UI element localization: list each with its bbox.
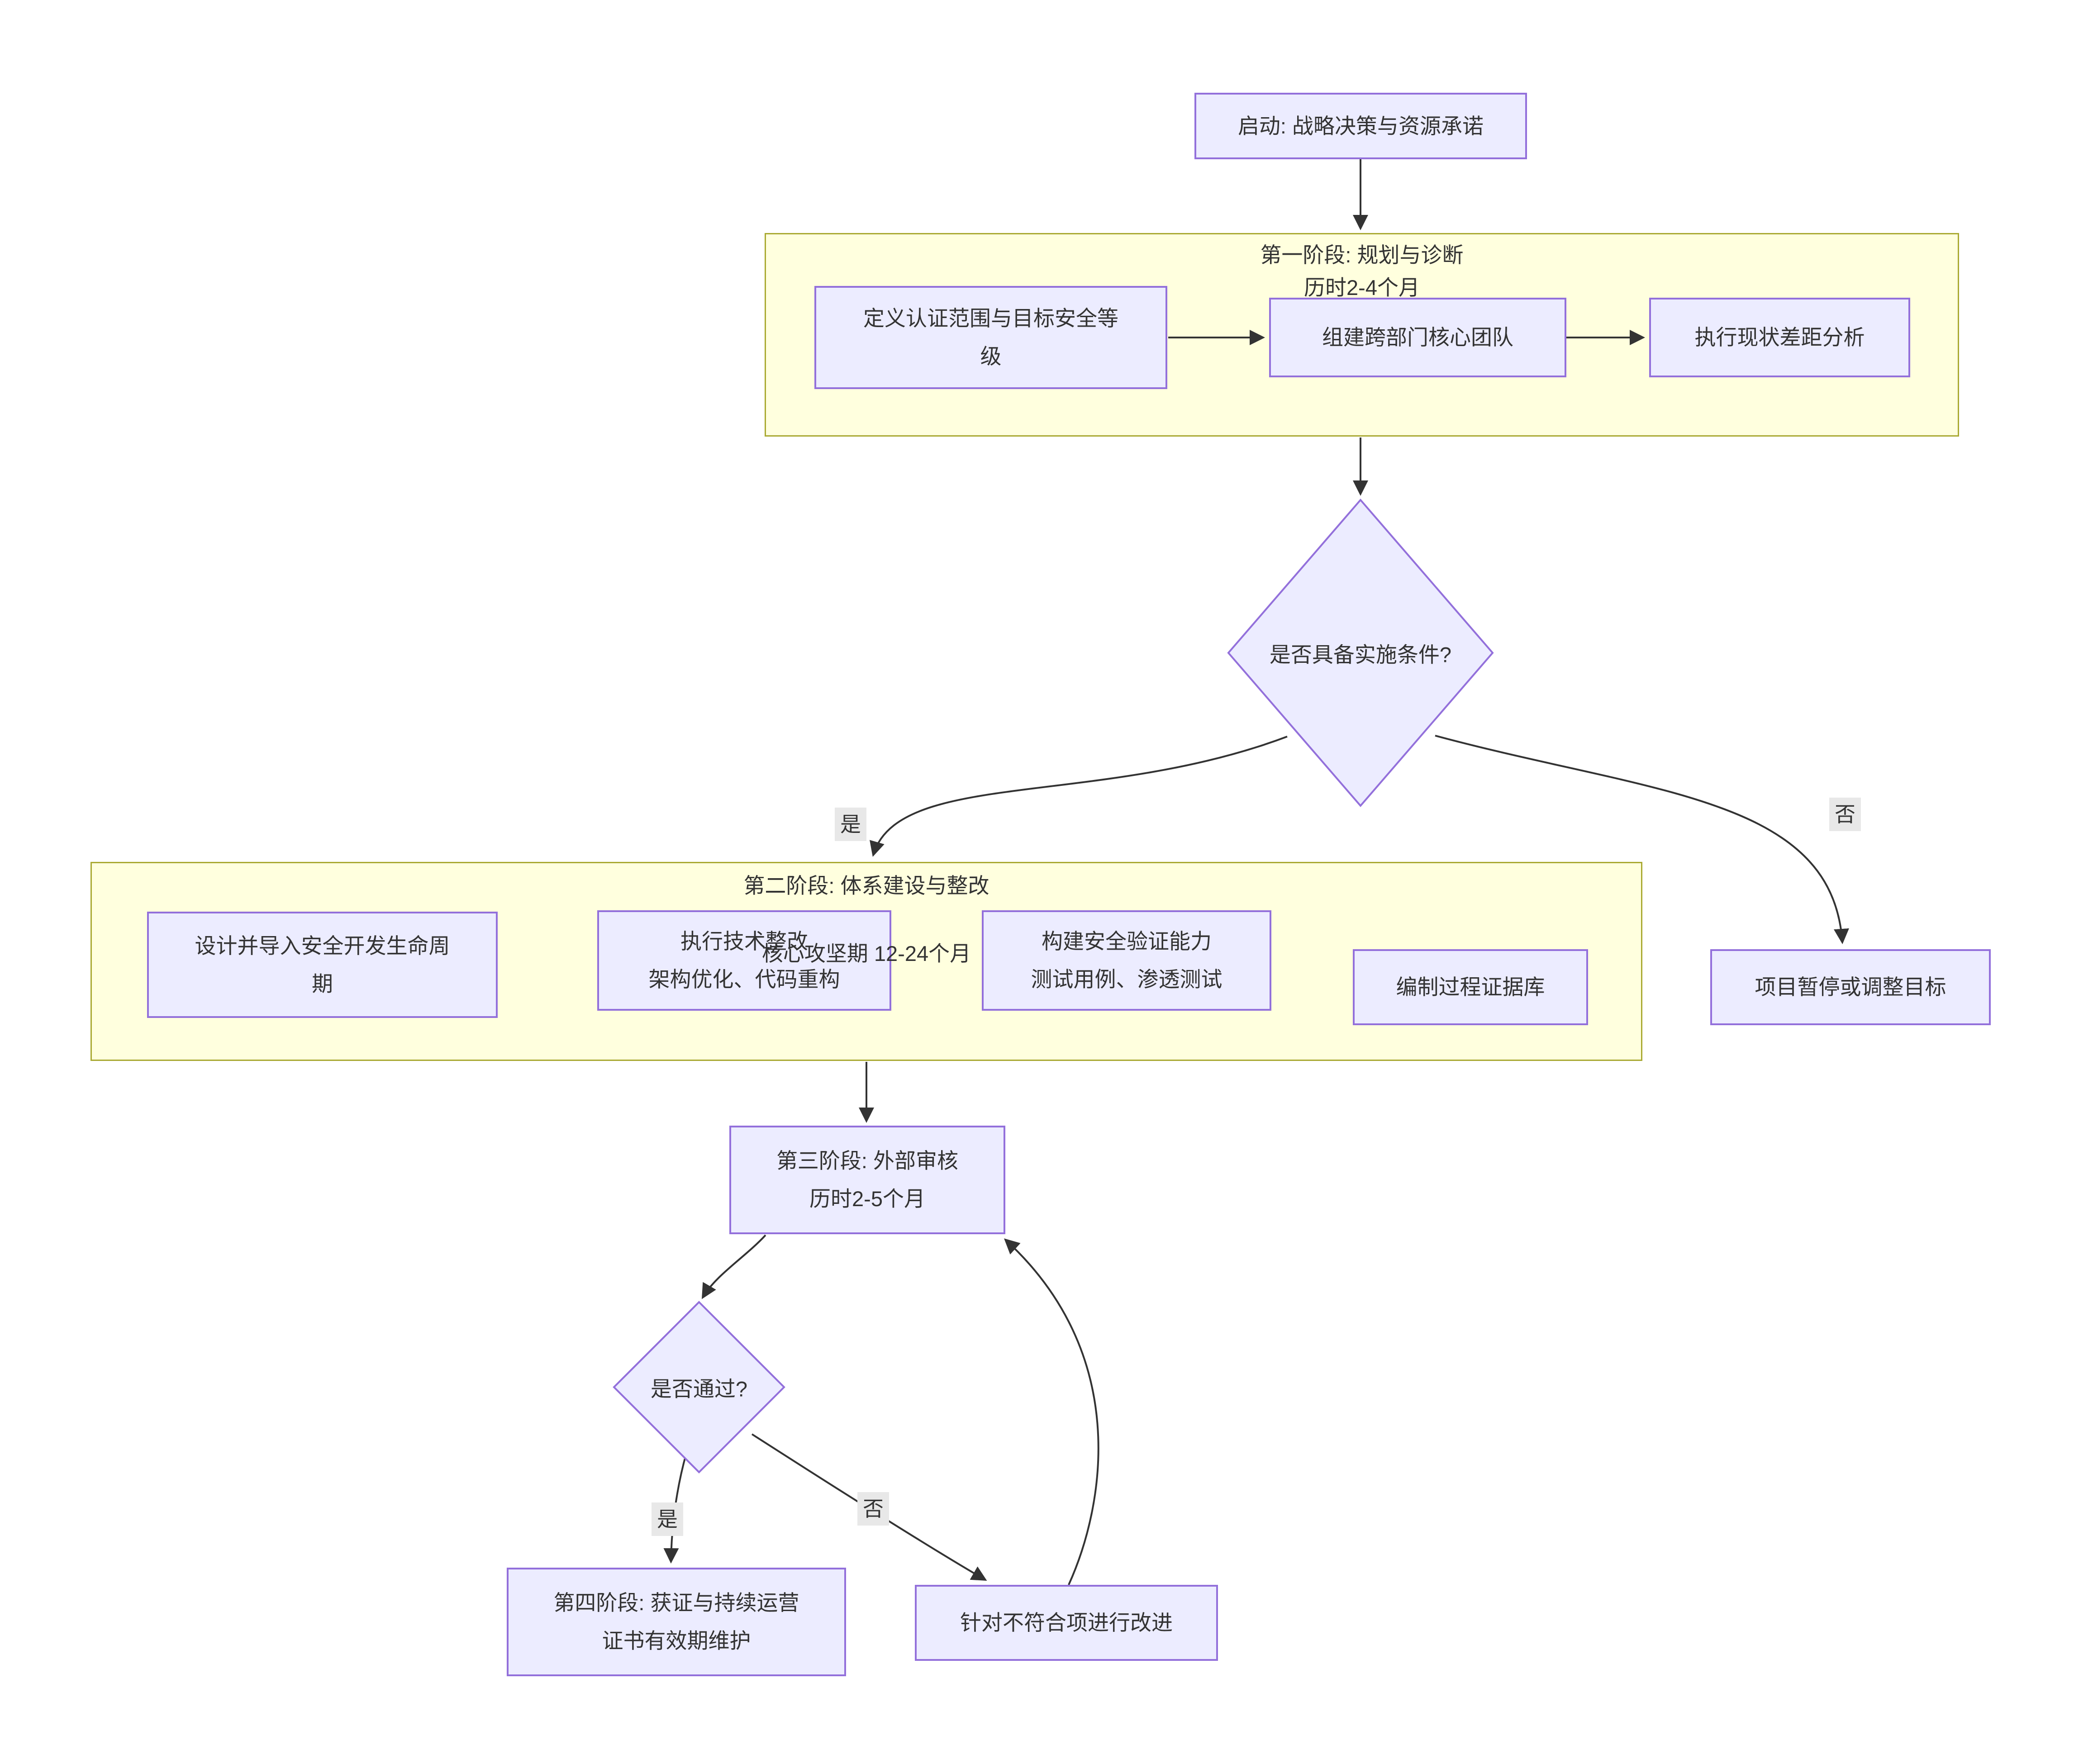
edge-label-yes-2: 是 <box>652 1502 683 1536</box>
node-start: 启动: 战略决策与资源承诺 <box>1194 93 1527 159</box>
edge-label-yes-1: 是 <box>835 808 866 841</box>
node-evidence-library: 编制过程证据库 <box>1353 949 1588 1025</box>
edge-fix-loop-to-stage3 <box>1004 1238 1099 1585</box>
node-gap-analysis: 执行现状差距分析 <box>1649 298 1910 377</box>
node-tech-remediation: 执行技术整改 架构优化、代码重构 <box>597 910 891 1011</box>
node-pause-project: 项目暂停或调整目标 <box>1710 949 1991 1025</box>
edge-d1-yes-to-stage2 <box>870 736 1288 857</box>
node-define-scope: 定义认证范围与目标安全等 级 <box>814 286 1167 389</box>
edge-label-no-1: 否 <box>1829 798 1861 831</box>
edge-label-no-2: 否 <box>857 1492 889 1526</box>
node-stage4-certified: 第四阶段: 获证与持续运营 证书有效期维护 <box>507 1568 846 1676</box>
stage1-title-line2: 历时2-4个月 <box>1304 276 1420 300</box>
subgraph-stage2-title-line1: 第二阶段: 体系建设与整改 <box>743 874 989 898</box>
decision-d2-label: 是否通过? <box>650 1377 748 1401</box>
edge-stage3-to-d2 <box>701 1234 766 1299</box>
subgraph-stage2-title-line2: 核心攻坚期 12-24个月 <box>761 941 971 965</box>
node-verification-capability: 构建安全验证能力 测试用例、渗透测试 <box>982 910 1271 1011</box>
decision-d1-label: 是否具备实施条件? <box>1269 642 1452 667</box>
decision-d1-shape <box>1227 498 1494 808</box>
stage1-title-line1: 第一阶段: 规划与诊断 <box>1260 243 1464 267</box>
edge-d1-no-to-pause <box>1435 735 1849 944</box>
node-build-team: 组建跨部门核心团队 <box>1269 298 1566 377</box>
subgraph-stage1-title: 第一阶段: 规划与诊断 历时2-4个月 <box>1260 239 1463 304</box>
decision-d2-shape <box>613 1301 785 1474</box>
node-start-label: 启动: 战略决策与资源承诺 <box>1237 114 1484 138</box>
node-stage3-audit: 第三阶段: 外部审核 历时2-5个月 <box>729 1126 1005 1234</box>
node-fix-nonconformities: 针对不符合项进行改进 <box>915 1585 1218 1661</box>
node-sdlc: 设计并导入安全开发生命周 期 <box>147 912 498 1018</box>
